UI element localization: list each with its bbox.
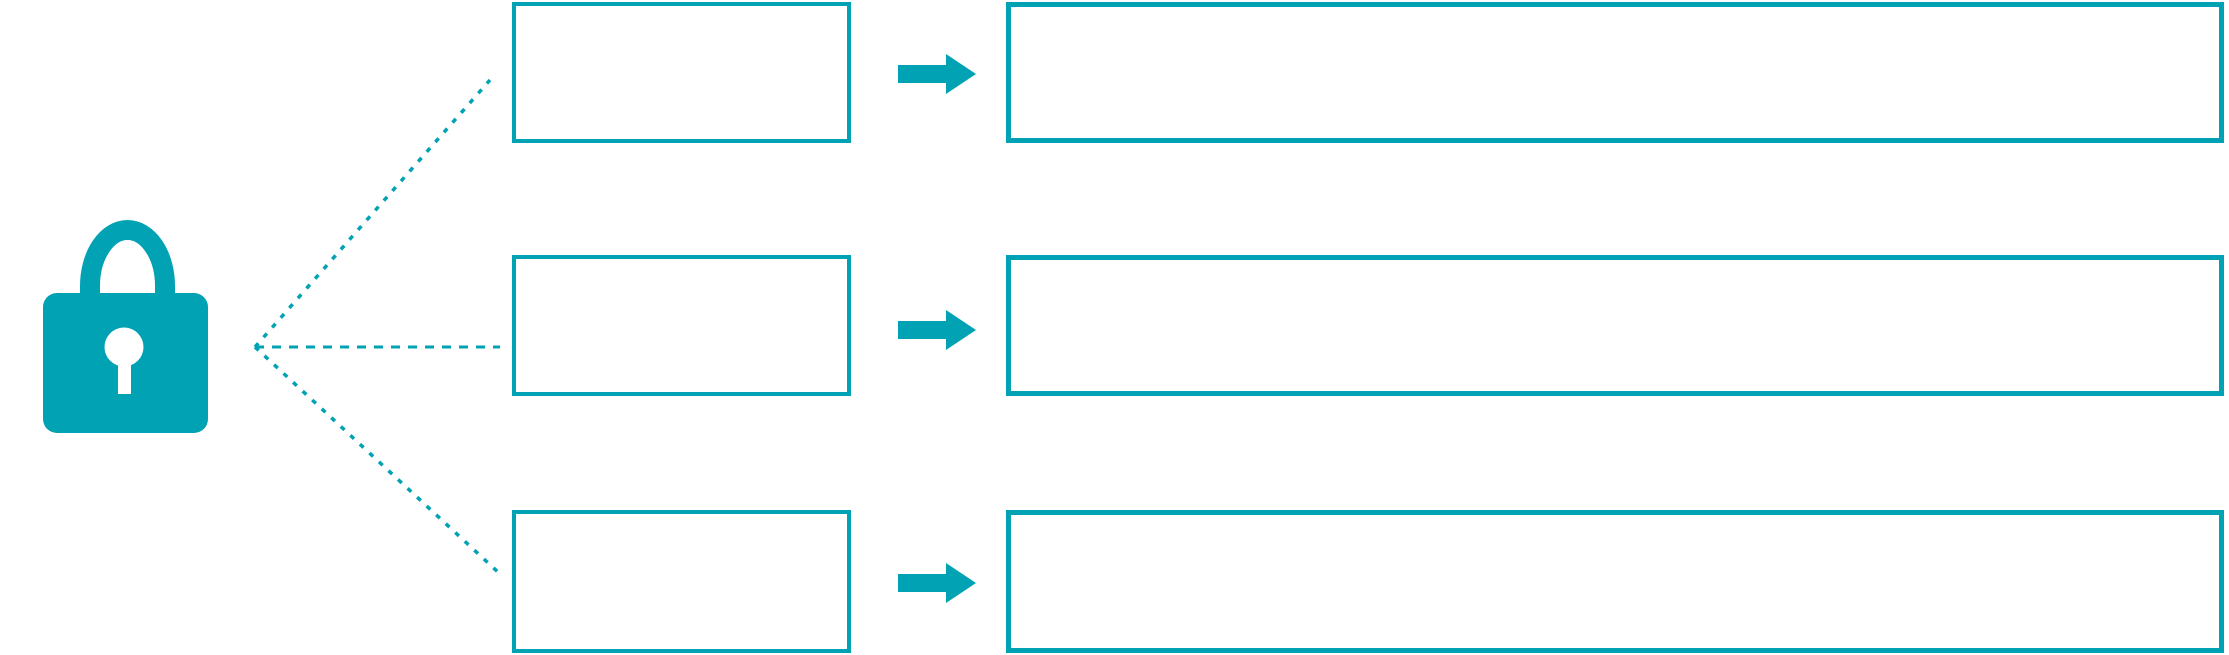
- padlock-shackle: [80, 220, 175, 311]
- category-box-1: [512, 2, 851, 143]
- padlock-icon: [43, 220, 208, 433]
- right-arrow-shape-2: [898, 310, 976, 350]
- detail-box-2: [1006, 255, 2224, 396]
- right-arrow-icon-2: [898, 310, 976, 350]
- right-arrow-icon-3: [898, 563, 976, 603]
- right-arrow-shape-3: [898, 563, 976, 603]
- right-arrow-shape-1: [898, 54, 976, 94]
- category-box-3: [512, 510, 851, 653]
- detail-box-3: [1006, 510, 2224, 653]
- padlock-keyhole-stem: [118, 347, 131, 394]
- category-box-2: [512, 255, 851, 396]
- right-arrow-icon-1: [898, 54, 976, 94]
- detail-box-1: [1006, 2, 2224, 143]
- connector-top: [253, 78, 492, 349]
- connector-bottom: [253, 345, 501, 575]
